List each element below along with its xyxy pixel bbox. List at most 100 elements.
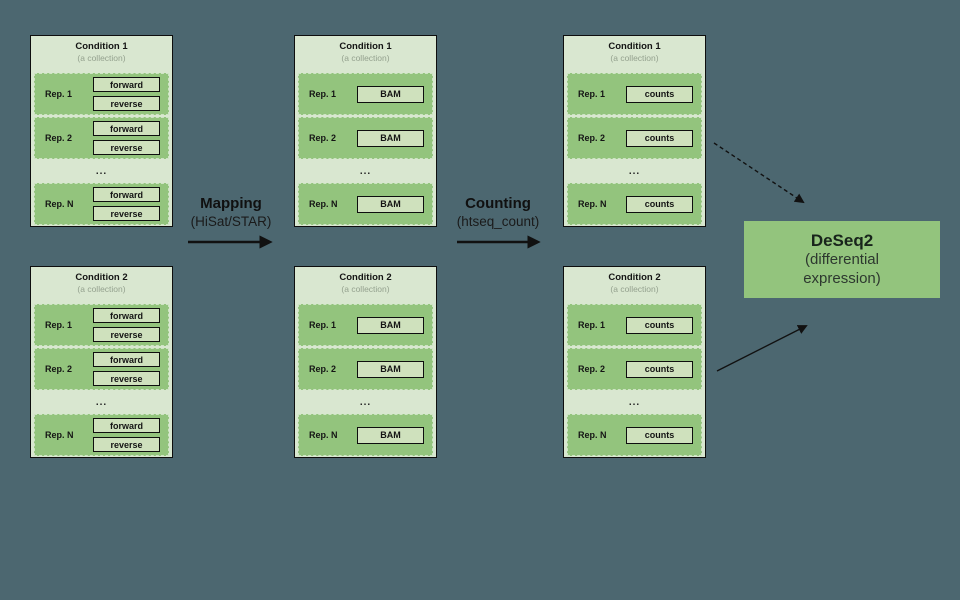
collection-condition1-bam: Condition 1 (a collection) Rep. 1 BAM Re… [294,35,437,227]
dataset-bam: BAM [357,360,424,378]
dataset-reverse: reverse [93,96,160,111]
collection-header: Condition 2 (a collection) [298,267,433,302]
replicate-row: Rep. N counts [567,183,702,225]
ellipsis-row: ... [359,396,372,408]
collection-subtitle: (a collection) [341,283,390,294]
replicate-label: Rep. 1 [578,89,606,99]
replicate-row: Rep. N BAM [298,414,433,456]
collection-title: Condition 2 [339,272,392,283]
replicate-label: Rep. N [578,199,607,209]
collection-title: Condition 1 [608,41,661,52]
replicate-label: Rep. 2 [45,364,73,374]
dataset-forward: forward [93,77,160,92]
replicate-row: Rep. 2 counts [567,348,702,390]
replicate-label: Rep. 2 [309,133,337,143]
dataset-forward: forward [93,308,160,323]
process-title: Mapping [200,195,262,212]
collection-title: Condition 2 [75,272,128,283]
replicate-row: Rep. 1 forward reverse [34,73,169,115]
dataset-forward: forward [93,187,160,202]
replicate-label: Rep. 1 [309,320,337,330]
dataset-bam: BAM [357,129,424,147]
replicate-row: Rep. N BAM [298,183,433,225]
dataset-counts: counts [626,129,693,147]
replicate-label: Rep. 1 [45,320,73,330]
replicate-label: Rep. N [45,430,74,440]
replicate-row: Rep. 2 BAM [298,117,433,159]
collection-condition2-reads: Condition 2 (a collection) Rep. 1 forwar… [30,266,173,458]
replicate-label: Rep. N [45,199,74,209]
collection-header: Condition 2 (a collection) [34,267,169,302]
dataset-counts: counts [626,85,693,103]
deseq2-title: DeSeq2 [810,230,874,250]
ellipsis-row: ... [95,396,108,408]
collection-header: Condition 1 (a collection) [298,36,433,71]
process-tool: (htseq_count) [456,213,540,229]
replicate-row: Rep. 1 counts [567,73,702,115]
replicate-row: Rep. 1 counts [567,304,702,346]
replicate-label: Rep. 1 [45,89,73,99]
replicate-label: Rep. 2 [309,364,337,374]
replicate-label: Rep. N [309,430,338,440]
replicate-label: Rep. 1 [578,320,606,330]
replicate-label: Rep. 2 [45,133,73,143]
replicate-label: Rep. 2 [578,133,606,143]
collection-subtitle: (a collection) [610,283,659,294]
dataset-forward: forward [93,418,160,433]
condition2-to-deseq2-arrow [716,325,808,372]
dataset-bam: BAM [357,195,424,213]
dataset-forward: forward [93,352,160,367]
replicate-label: Rep. N [578,430,607,440]
collection-title: Condition 1 [75,41,128,52]
collection-subtitle: (a collection) [341,52,390,63]
dataset-bam: BAM [357,85,424,103]
dataset-counts: counts [626,426,693,444]
collection-title: Condition 1 [339,41,392,52]
replicate-row: Rep. 1 BAM [298,304,433,346]
replicate-row: Rep. 2 forward reverse [34,348,169,390]
process-title: Counting [465,195,531,212]
collection-subtitle: (a collection) [77,52,126,63]
replicate-label: Rep. 1 [309,89,337,99]
replicate-row: Rep. N forward reverse [34,183,169,225]
dataset-bam: BAM [357,426,424,444]
collection-condition2-bam: Condition 2 (a collection) Rep. 1 BAM Re… [294,266,437,458]
collection-header: Condition 1 (a collection) [34,36,169,71]
dataset-reverse: reverse [93,437,160,452]
dataset-forward: forward [93,121,160,136]
deseq2-box: DeSeq2 (differential expression) [744,221,940,298]
collection-title: Condition 2 [608,272,661,283]
process-tool: (HiSat/STAR) [190,213,272,229]
replicate-row: Rep. N counts [567,414,702,456]
replicate-label: Rep. 2 [578,364,606,374]
ellipsis-row: ... [95,165,108,177]
dataset-reverse: reverse [93,371,160,386]
collection-header: Condition 2 (a collection) [567,267,702,302]
replicate-label: Rep. N [309,199,338,209]
collection-condition2-counts: Condition 2 (a collection) Rep. 1 counts… [563,266,706,458]
ellipsis-row: ... [628,165,641,177]
replicate-row: Rep. 2 forward reverse [34,117,169,159]
dataset-bam: BAM [357,316,424,334]
dataset-counts: counts [626,360,693,378]
replicate-row: Rep. 2 counts [567,117,702,159]
ellipsis-row: ... [628,396,641,408]
condition1-to-deseq2-arrow [713,142,805,204]
collection-subtitle: (a collection) [77,283,126,294]
dataset-counts: counts [626,195,693,213]
replicate-row: Rep. 1 forward reverse [34,304,169,346]
replicate-row: Rep. 2 BAM [298,348,433,390]
dataset-counts: counts [626,316,693,334]
replicate-row: Rep. 1 BAM [298,73,433,115]
collection-header: Condition 1 (a collection) [567,36,702,71]
process-mapping: Mapping (HiSat/STAR) [174,195,288,231]
dataset-reverse: reverse [93,206,160,221]
dataset-reverse: reverse [93,327,160,342]
dataset-reverse: reverse [93,140,160,155]
collection-subtitle: (a collection) [610,52,659,63]
deseq2-subtitle: (differential expression) [803,250,881,287]
collection-condition1-counts: Condition 1 (a collection) Rep. 1 counts… [563,35,706,227]
replicate-row: Rep. N forward reverse [34,414,169,456]
collection-condition1-reads: Condition 1 (a collection) Rep. 1 forwar… [30,35,173,227]
